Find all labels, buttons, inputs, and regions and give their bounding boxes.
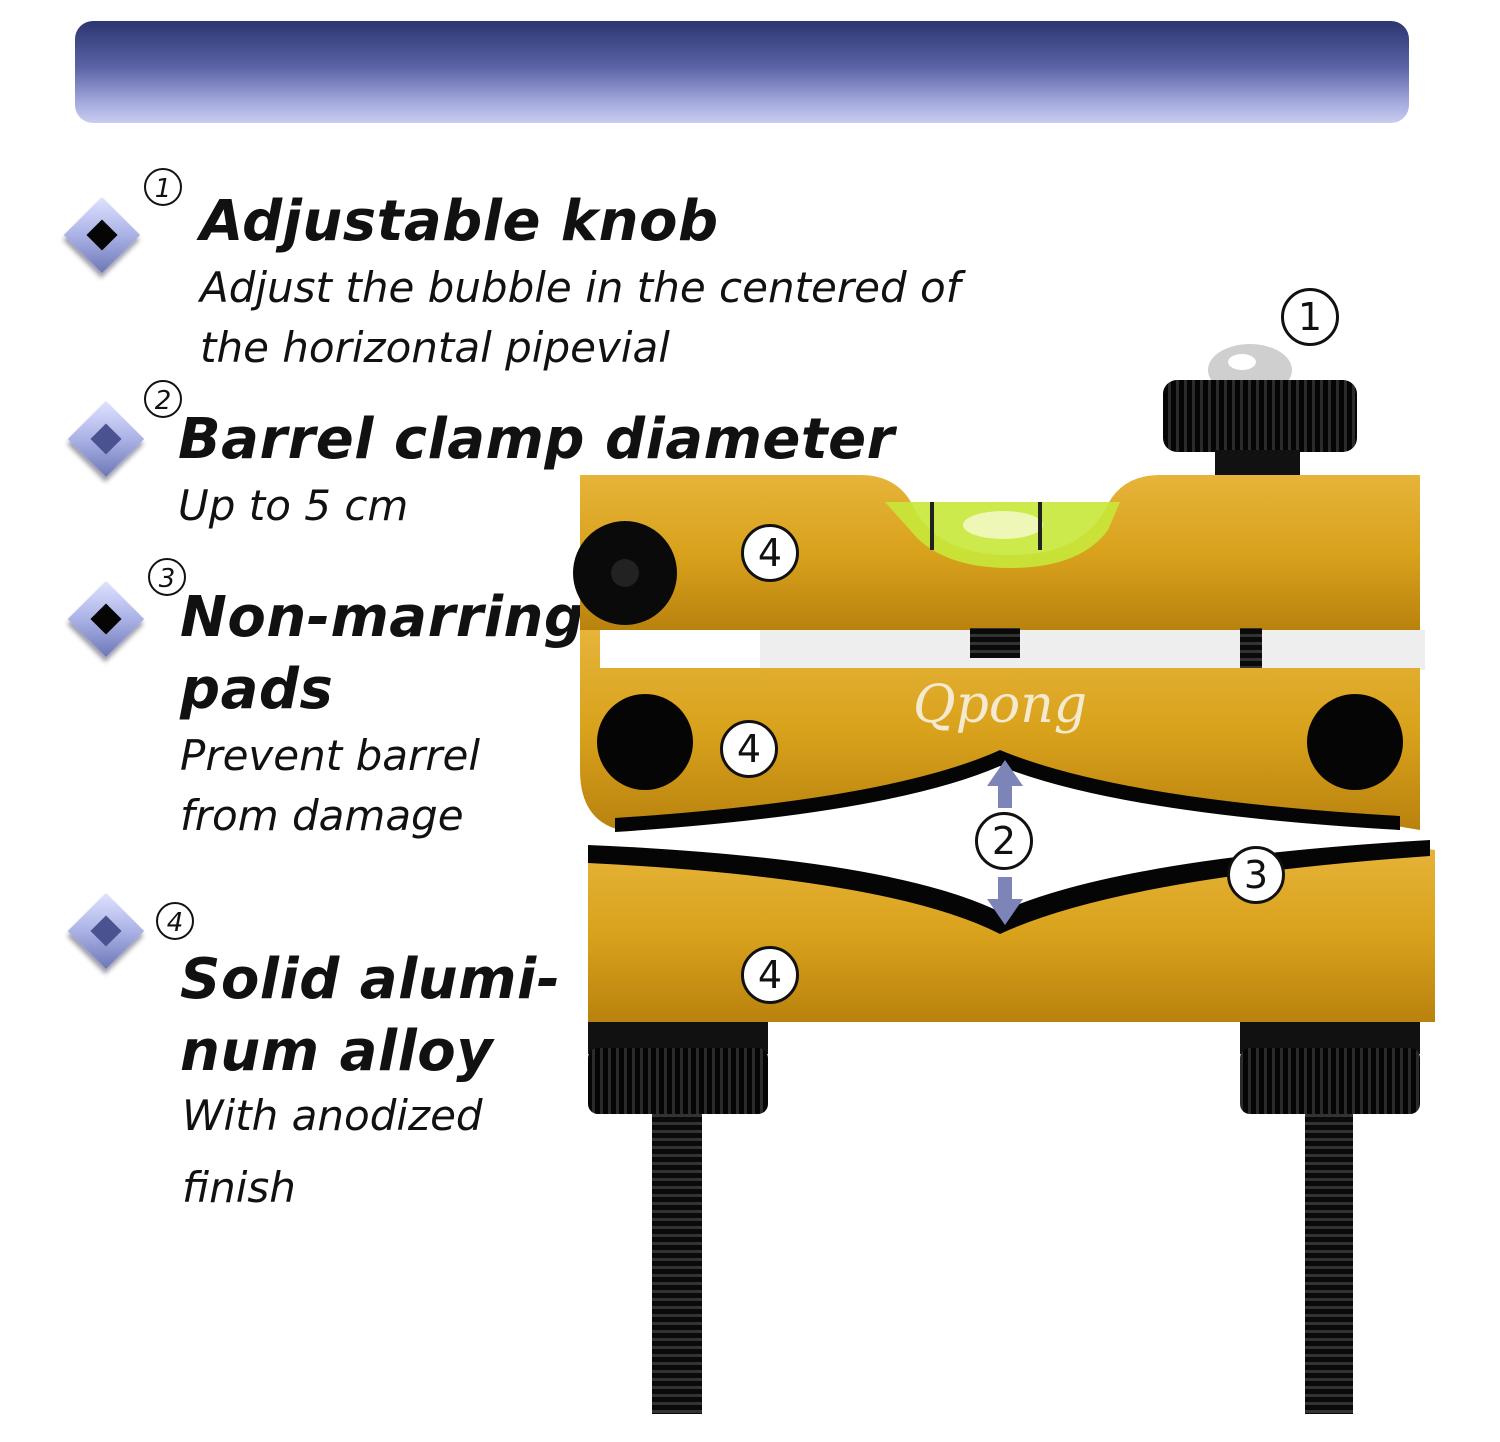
callout-middle-arm: 4	[720, 720, 778, 778]
feature-1-description-line-1: Adjust the bubble in the centered of	[200, 263, 961, 312]
feature-4-title-line-2: num alloy	[180, 1019, 494, 1084]
feature-4-description-line-2: finish	[182, 1163, 296, 1212]
bottom-right-knob-icon	[1240, 1022, 1420, 1414]
header-banner	[75, 21, 1409, 123]
bottom-left-knob-icon	[588, 1022, 768, 1414]
feature-4-title-line-1: Solid alumi-	[180, 947, 561, 1012]
feature-1-marker: 1	[144, 168, 182, 206]
feature-3-marker: 3	[148, 558, 186, 596]
callout-knob: 1	[1281, 288, 1339, 346]
feature-3-description-line-1: Prevent barrel	[180, 731, 481, 780]
callout-clamp-diameter: 2	[975, 812, 1033, 870]
feature-3-title-line-1: Non-marring	[180, 585, 585, 650]
callout-top-block: 4	[741, 524, 799, 582]
diamond-bullet-icon	[67, 892, 145, 970]
barrel-clamp-illustration: Qpong	[573, 344, 1435, 1414]
feature-2-title: Barrel clamp diameter	[178, 407, 895, 472]
diamond-bullet-icon	[67, 400, 145, 478]
feature-3-title-line-2: pads	[180, 657, 334, 722]
feature-4-description-line-1: With anodized	[182, 1091, 483, 1140]
feature-2-description: Up to 5 cm	[178, 481, 409, 530]
feature-1-description-line-2: the horizontal pipevial	[200, 323, 670, 372]
feature-1-title: Adjustable knob	[200, 189, 719, 254]
feature-4-marker: 4	[156, 902, 194, 940]
brand-logo: Qpong	[913, 675, 1087, 735]
diamond-bullet-icon	[67, 580, 145, 658]
top-knob-icon	[1163, 344, 1357, 478]
callout-pad: 3	[1227, 846, 1285, 904]
feature-2-marker: 2	[144, 380, 182, 418]
callout-lower-block: 4	[741, 946, 799, 1004]
feature-3-description-line-2: from damage	[180, 791, 464, 840]
diamond-bullet-icon	[63, 196, 141, 274]
